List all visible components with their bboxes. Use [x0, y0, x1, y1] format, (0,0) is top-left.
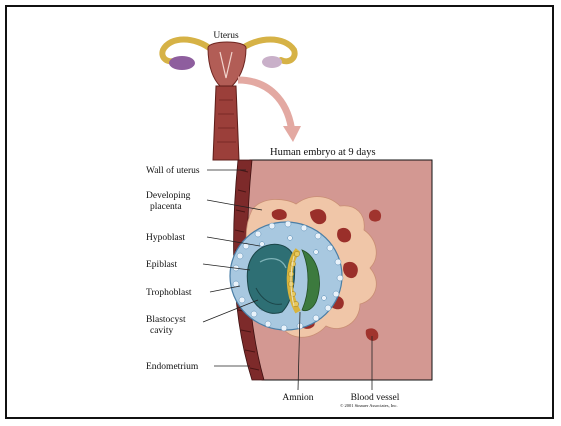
diagram-heading: Human embryo at 9 days	[270, 147, 376, 158]
zoom-arrow-body	[238, 80, 292, 132]
label-hypoblast: Hypoblast	[146, 233, 185, 243]
blastocyst	[230, 221, 343, 331]
label-amnion: Amnion	[282, 393, 313, 403]
blood-vessel	[369, 210, 381, 222]
label-endometrium: Endometrium	[146, 362, 199, 372]
label-wall-of-uterus: Wall of uterus	[146, 165, 200, 176]
label-blastocyst-cavity-line1: Blastocyst	[146, 315, 186, 325]
uterus-label: Uterus	[213, 31, 239, 41]
label-blood-vessel: Blood vessel	[351, 393, 400, 403]
label-blastocyst-cavity-line2: cavity	[150, 326, 173, 336]
label-developing-placenta-line1: Developing	[146, 191, 191, 201]
label-epiblast: Epiblast	[146, 260, 177, 270]
right-ovary	[262, 56, 282, 68]
left-ovary	[169, 56, 195, 70]
zoom-arrow-head	[283, 126, 301, 142]
label-trophoblast: Trophoblast	[146, 288, 192, 298]
copyright-notice: © 2001 Sinauer Associates, Inc.	[340, 403, 398, 409]
vaginal-canal	[213, 86, 239, 160]
lacuna	[272, 209, 287, 220]
uterus-illustration	[162, 40, 301, 161]
label-developing-placenta-line2: placenta	[150, 202, 182, 212]
